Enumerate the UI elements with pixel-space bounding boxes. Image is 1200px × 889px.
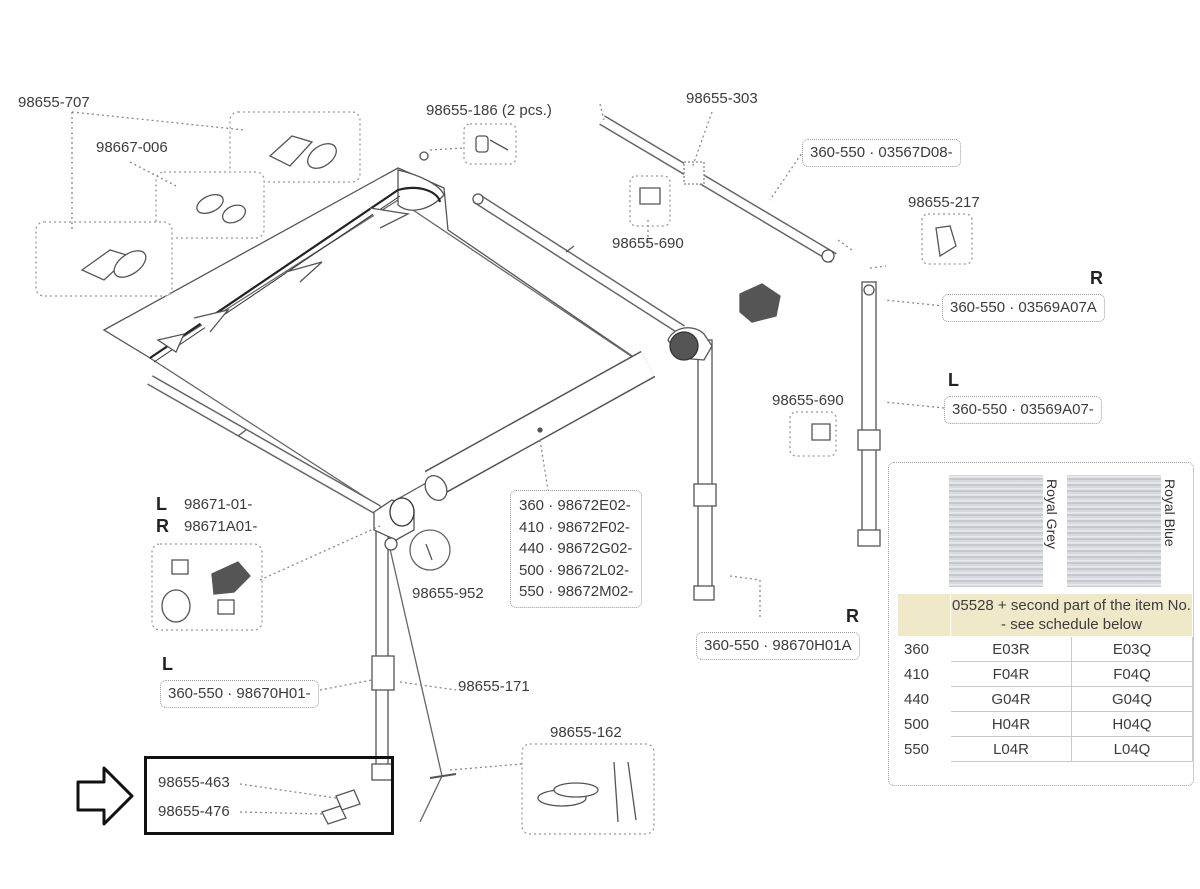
left-leg — [371, 519, 457, 823]
part-label-98655-476: 98655-476 — [158, 803, 230, 820]
part-label-98670h01a: 360-550 · 98670H01A — [696, 632, 860, 660]
roller-size-list: 360 · 98672E02- 410 · 98672F02- 440 · 98… — [510, 490, 643, 608]
part-label-98671a01: 98671A01- — [184, 518, 258, 535]
table-row: 440 G04R G04Q — [897, 686, 1193, 712]
roller-size-row: 410 · 98672F02- — [519, 518, 630, 536]
table-row: 410 F04R F04Q — [897, 661, 1193, 687]
part-label-98655-171: 98655-171 — [458, 678, 530, 695]
part-label-98655-217: 98655-217 — [908, 194, 980, 211]
part-label-98655-690-top: 98655-690 — [612, 235, 684, 252]
part-label-98671-01: 98671-01- — [184, 496, 253, 513]
part-label-03567d08: 360-550 · 03567D08- — [802, 139, 961, 167]
fabric-schedule-header: 05528 + second part of the item No. - se… — [950, 593, 1193, 637]
front-left-rail — [147, 375, 381, 515]
small-parts — [35, 111, 973, 835]
side-marker-r-leg: R — [846, 606, 859, 626]
part-label-98655-186: 98655-186 (2 pcs.) — [426, 102, 552, 119]
leader-lines — [71, 103, 945, 815]
part-label-98655-690-mid: 98655-690 — [772, 392, 844, 409]
part-label-98667-006: 98667-006 — [96, 139, 168, 156]
highlight-box — [144, 756, 394, 835]
fabric-schedule-panel: Royal Grey Royal Blue 05528 + second par… — [888, 462, 1194, 786]
upper-right-arm — [599, 115, 837, 263]
part-label-98655-952: 98655-952 — [412, 585, 484, 602]
part-label-98655-303: 98655-303 — [686, 90, 758, 107]
table-row: 500 H04R H04Q — [897, 711, 1193, 737]
roller-size-row: 440 · 98672G02- — [519, 540, 633, 557]
part-label-98655-707: 98655-707 — [18, 94, 90, 111]
rear-rail — [472, 193, 685, 335]
roller-tube — [424, 350, 656, 501]
part-label-98655-463: 98655-463 — [158, 774, 230, 791]
swatch-label-royal-grey: Royal Grey — [1044, 479, 1060, 550]
right-rafter-arm — [857, 281, 881, 547]
right-leg — [667, 327, 717, 601]
part-label-03569a07a: 360-550 · 03569A07A — [942, 294, 1105, 322]
part-label-98670h01: 360-550 · 98670H01- — [160, 680, 319, 708]
side-marker-l-endcap: L — [156, 494, 167, 514]
left-end-cap — [373, 497, 451, 571]
table-row: 550 L04R L04Q — [897, 736, 1193, 762]
roller-size-row: 500 · 98672L02- — [519, 561, 630, 579]
part-label-03569a07: 360-550 · 03569A07- — [944, 396, 1102, 424]
side-marker-r-top: R — [1090, 268, 1103, 288]
roller-size-row: 550 · 98672M02- — [519, 583, 634, 600]
side-marker-l-mid: L — [948, 370, 959, 390]
side-marker-r-endcap: R — [156, 516, 169, 536]
swatch-royal-grey — [949, 475, 1043, 587]
swatch-label-royal-blue: Royal Blue — [1162, 479, 1178, 547]
table-row: 360 E03R E03Q — [897, 636, 1193, 662]
outline-arrow-right-icon — [76, 766, 134, 826]
side-marker-l-leg: L — [162, 654, 173, 674]
part-label-98655-162: 98655-162 — [550, 724, 622, 741]
roller-size-row: 360 · 98672E02- — [519, 497, 631, 514]
swatch-royal-blue — [1067, 475, 1161, 587]
fabric-schedule-table: 05528 + second part of the item No. - se… — [897, 593, 1193, 762]
